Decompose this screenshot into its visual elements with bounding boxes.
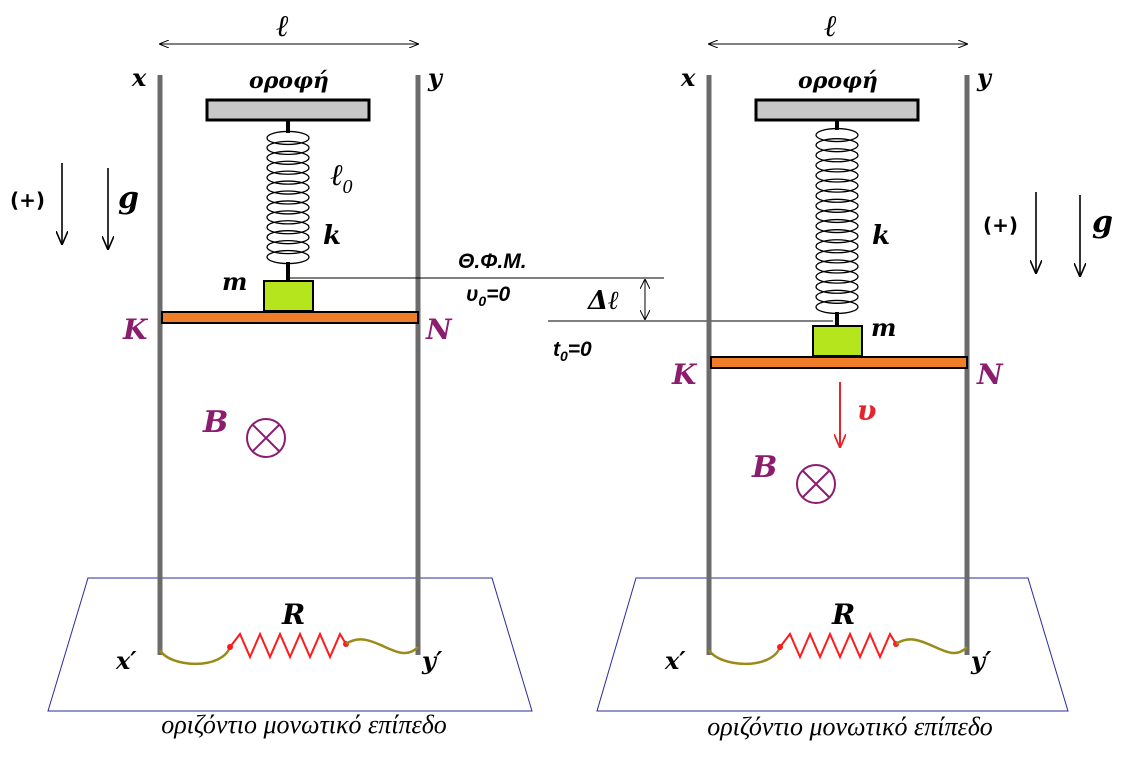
left-resistor [229, 631, 347, 660]
left-resistor-node-left [227, 644, 233, 650]
spring-coil [266, 200, 310, 215]
right-ell-label: ℓ [824, 10, 837, 43]
right-spring [815, 127, 859, 315]
right-resistor-r-label: R [831, 598, 855, 631]
left-rod-kn [161, 311, 419, 324]
right-mass-m-label: m [871, 313, 896, 342]
left-ell-label: ℓ [276, 10, 289, 43]
left-natural-length-label: ℓ0 [330, 159, 353, 198]
left-positive-direction-label: (+) [10, 188, 45, 212]
left-rod-n-label: N [425, 313, 453, 346]
right-rod-n-label: N [976, 358, 1004, 391]
spring-coil [815, 158, 859, 173]
left-spring [266, 130, 310, 265]
spring-coil [266, 170, 310, 185]
right-rail-y-label: y [976, 63, 993, 92]
right-resistor [779, 631, 897, 660]
right-rod-k-label: K [671, 358, 698, 391]
right-ceiling [754, 98, 920, 122]
spring-coil [266, 230, 310, 245]
spring-coil [815, 299, 859, 315]
left-rail-x-label: x [131, 63, 147, 92]
spring-coil [266, 180, 310, 195]
right-velocity-label: υ [857, 394, 876, 427]
left-mass [263, 280, 314, 312]
right-diagram: ℓ x y οροφή k m K N υ B (+) g R [596, 10, 1113, 741]
spring-coil [815, 208, 859, 224]
right-resistor-node-left [777, 644, 783, 650]
spring-coil [815, 249, 859, 264]
spring-coil [815, 239, 859, 254]
left-spring-k-label: k [323, 221, 341, 251]
right-mass [812, 325, 863, 357]
left-diagram: ℓ x y οροφή ℓ0 k m K N B (+) [10, 10, 533, 739]
right-rail-x-prime-label: x′ [664, 646, 686, 675]
left-rail-y-prime-label: y′ [421, 646, 443, 675]
left-rod-k-label: K [122, 313, 149, 346]
left-resistor-r-label: R [281, 598, 305, 631]
spring-coil [815, 218, 859, 234]
right-rail-y-prime-label: y′ [970, 646, 992, 675]
spring-coil [266, 160, 310, 175]
left-rail-y-label: y [427, 63, 444, 92]
spring-coil [266, 249, 310, 265]
left-insulating-plane [47, 577, 533, 712]
spring-coil [815, 259, 859, 274]
spring-coil [815, 188, 859, 203]
delta-l-label: Δℓ [586, 286, 619, 316]
spring-coil [815, 279, 859, 294]
spring-coil [815, 269, 859, 284]
spring-coil [815, 168, 859, 183]
right-gravity-label: g [1092, 205, 1113, 240]
left-rail-x-prime-label: x′ [115, 646, 137, 675]
left-wire-left [158, 646, 232, 666]
spring-coil [815, 229, 859, 244]
right-wire-left [707, 646, 782, 666]
right-rail-x-label: x [680, 63, 696, 92]
natural-position-label: Θ.Φ.Μ. [458, 250, 527, 273]
spring-coil [266, 220, 310, 235]
right-rod-kn [710, 356, 968, 369]
left-wire-right [345, 638, 419, 655]
left-mass-m-label: m [222, 267, 247, 296]
right-field-b-label: B [751, 450, 777, 485]
spring-coil [815, 289, 859, 304]
right-wire-right [895, 638, 968, 655]
initial-velocity-label: υ0=0 [466, 283, 510, 309]
spring-coil [815, 178, 859, 193]
spring-coil [815, 198, 859, 213]
spring-coil [266, 130, 310, 146]
spring-coil [266, 190, 310, 205]
middle-annotations: Θ.Φ.Μ. υ0=0 Δℓ t0=0 [290, 250, 833, 364]
spring-coil [266, 239, 310, 255]
right-field-into-page-icon [796, 464, 836, 504]
right-positive-direction-label: (+) [983, 213, 1018, 237]
left-gravity-label: g [118, 181, 139, 216]
left-field-into-page-icon [246, 418, 286, 458]
initial-time-label: t0=0 [553, 338, 592, 364]
spring-coil [815, 138, 859, 153]
right-plane-caption: οριζόντιο μονωτικό επίπεδο [707, 712, 993, 741]
right-spring-k-label: k [872, 221, 890, 251]
left-field-b-label: B [202, 405, 228, 440]
spring-coil [815, 148, 859, 163]
spring-coil [266, 140, 310, 156]
spring-coil [266, 150, 310, 165]
left-ceiling [205, 98, 371, 122]
left-plane-caption: οριζόντιο μονωτικό επίπεδο [161, 710, 447, 739]
right-insulating-plane [596, 577, 1069, 712]
spring-coil [266, 210, 310, 225]
right-ceiling-label: οροφή [798, 68, 878, 94]
left-ceiling-label: οροφή [249, 68, 329, 94]
spring-coil [815, 127, 859, 143]
